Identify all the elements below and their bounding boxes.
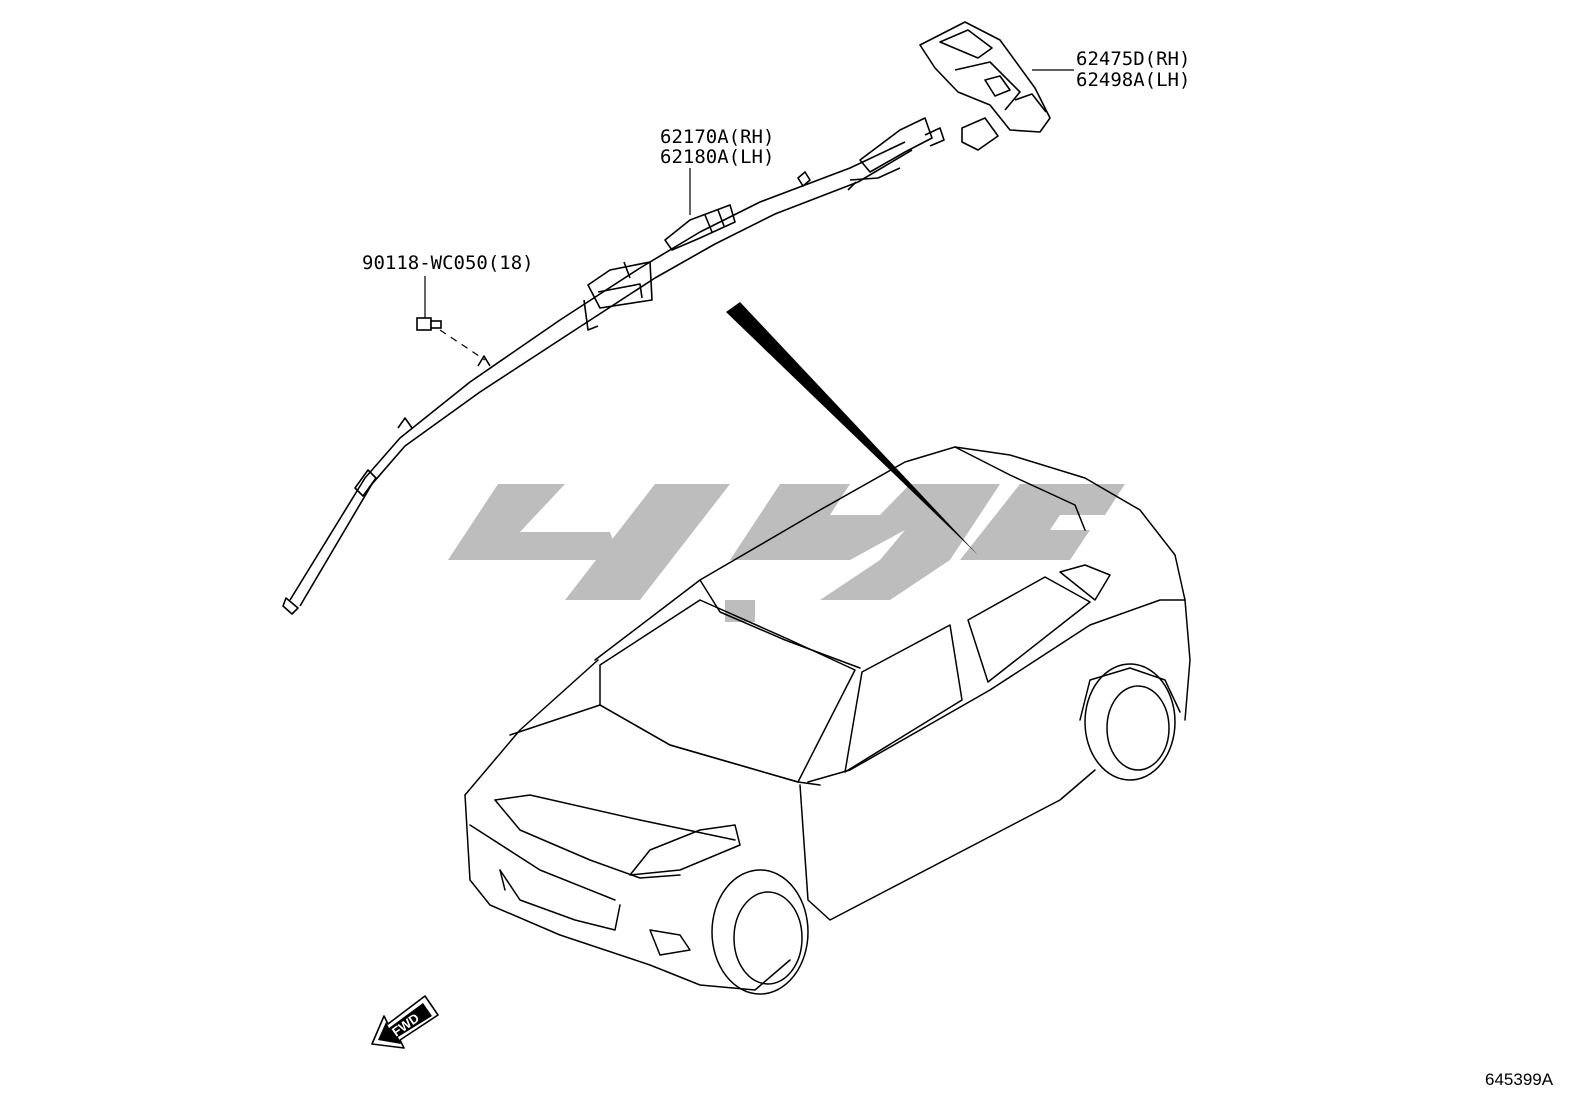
leader-lines — [689, 69, 1074, 215]
airbag-bracket — [919, 21, 1051, 151]
vehicle-outline — [464, 446, 1191, 995]
brand-logo-watermark — [448, 484, 1125, 622]
curtain-airbag-assembly — [282, 117, 945, 615]
label-curtain-airbag-rh: 62170A(RH) — [660, 126, 775, 148]
label-bracket-rh: 62475D(RH) — [1076, 48, 1191, 70]
location-pointer — [726, 302, 978, 555]
label-bolt: 90118-WC050(18) — [362, 252, 534, 274]
label-bracket-lh: 62498A(LH) — [1076, 69, 1191, 91]
figure-id: 645399A — [1485, 1070, 1554, 1089]
bolt-fastener — [416, 276, 486, 361]
forward-arrow-icon: FWD — [371, 995, 439, 1049]
label-curtain-airbag-lh: 62180A(LH) — [660, 146, 775, 168]
